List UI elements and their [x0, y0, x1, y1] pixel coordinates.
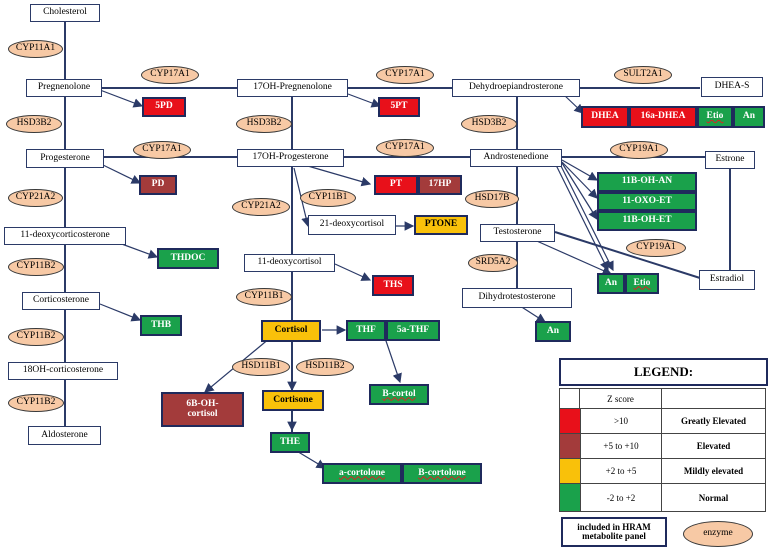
- enzyme-hsd11b1: HSD11B1: [232, 358, 290, 376]
- metabolite-a-cortolone-label: a-cortolone: [339, 467, 385, 478]
- enzyme-cyp11a1: CYP11A1: [8, 40, 63, 58]
- enzyme-cyp17a1: CYP17A1: [376, 66, 434, 84]
- legend-panel-box: included in HRAM metabolite panel: [561, 517, 667, 547]
- legend-swatch-brown: [560, 434, 580, 459]
- legend-header-blank: [662, 389, 765, 409]
- enzyme-hsd3b2: HSD3B2: [236, 115, 292, 133]
- aldosterone-node: Aldosterone: [28, 426, 101, 445]
- metabolite-cortisone: Cortisone: [262, 390, 324, 411]
- pregnenolone-node: Pregnenolone: [26, 79, 102, 97]
- legend-label: Greatly Elevated: [662, 409, 765, 434]
- legend-swatch-red: [560, 409, 580, 434]
- enzyme-cyp21a2: CYP21A2: [8, 189, 63, 207]
- legend-label: Mildly elevated: [662, 459, 765, 484]
- metabolite-etio: Etio: [697, 106, 733, 128]
- legend-range: -2 to +2: [580, 484, 662, 511]
- enzyme-hsd11b2: HSD11B2: [296, 358, 354, 376]
- enzyme-cyp17a1: CYP17A1: [376, 139, 434, 157]
- metabolite-11b-oh-et: 11B-OH-ET: [597, 211, 697, 231]
- enzyme-srd5a2: SRD5A2: [468, 254, 518, 272]
- legend-title: LEGEND:: [559, 358, 768, 386]
- deoxycortisol11-node: 11-deoxycortisol: [244, 254, 335, 272]
- deoxycorticosterone-node: 11-deoxycorticosterone: [4, 227, 126, 245]
- metabolite-6b-oh-cortisol: 6B-OH- cortisol: [161, 392, 244, 427]
- enzyme-hsd3b2: HSD3B2: [6, 115, 62, 133]
- metabolite-6b-oh-cortisol-line1: 6B-OH-: [186, 398, 219, 409]
- metabolite-ptone: PTONE: [414, 215, 468, 235]
- legend-range: +2 to +5: [580, 459, 662, 484]
- metabolite-pd: PD: [139, 175, 177, 195]
- metabolite-thdoc: THDOC: [157, 248, 219, 269]
- enzyme-cyp17a1: CYP17A1: [141, 66, 199, 84]
- corticosterone-node: Corticosterone: [22, 292, 100, 310]
- metabolite-5pt: 5PT: [378, 97, 420, 117]
- metabolite-cortisol: Cortisol: [261, 320, 321, 342]
- legend-swatch-yellow: [560, 459, 580, 484]
- metabolite-a-cortolone: a-cortolone: [322, 463, 402, 484]
- legend-swatch-green: [560, 484, 580, 511]
- enzyme-cyp19a1: CYP19A1: [610, 141, 668, 159]
- enzyme-cyp11b2: CYP11B2: [8, 328, 64, 346]
- enzyme-cyp17a1: CYP17A1: [133, 141, 191, 159]
- estrone-node: Estrone: [705, 151, 755, 169]
- legend-panel-line2: metabolite panel: [582, 531, 646, 541]
- metabolite-thf: THF: [346, 320, 386, 341]
- legend-label: Elevated: [662, 434, 765, 459]
- testosterone-node: Testosterone: [480, 224, 555, 242]
- legend-enzyme-sample: enzyme: [683, 521, 753, 547]
- metabolite-the: THE: [270, 432, 310, 453]
- metabolite-b-cortolone: B-cortolone: [402, 463, 482, 484]
- enzyme-cyp11b1: CYP11B1: [300, 189, 356, 207]
- cholesterol-node: Cholesterol: [30, 4, 100, 22]
- metabolite-b-cortol-label: B-cortol: [382, 388, 416, 399]
- legend-table: Z score >10 Greatly Elevated +5 to +10 E…: [559, 388, 766, 512]
- metabolite-etio-label: Etio: [633, 277, 651, 288]
- metabolite-11-oxo-et: 11-OXO-ET: [597, 192, 697, 211]
- metabolite-etio-label: Etio: [706, 111, 724, 122]
- metabolite-thb: THB: [140, 315, 182, 336]
- legend-header: Z score: [580, 389, 662, 409]
- oh17-progesterone-node: 17OH-Progesterone: [237, 149, 344, 167]
- enzyme-sult2a1: SULT2A1: [614, 66, 672, 84]
- oh17-pregnenolone-node: 17OH-Pregnenolone: [237, 79, 348, 97]
- legend-panel-line1: included in HRAM: [577, 521, 651, 532]
- metabolite-b-cortolone-label: B-cortolone: [418, 467, 466, 478]
- metabolite-17hp: 17HP: [418, 175, 462, 195]
- enzyme-hsd17b: HSD17B: [465, 190, 519, 208]
- enzyme-cyp21a2: CYP21A2: [232, 198, 290, 216]
- metabolite-11b-oh-an: 11B-OH-AN: [597, 172, 697, 192]
- enzyme-cyp11b2: CYP11B2: [8, 394, 64, 412]
- enzyme-hsd3b2: HSD3B2: [461, 115, 517, 133]
- dihydrotestosterone-node: Dihydrotestosterone: [462, 288, 572, 308]
- dhea-node: Dehydroepiandrosterone: [452, 79, 580, 97]
- metabolite-b-cortol: B-cortol: [369, 384, 429, 405]
- metabolite-6b-oh-cortisol-line2: cortisol: [187, 408, 218, 419]
- legend-range: >10: [580, 409, 662, 434]
- progesterone-node: Progesterone: [26, 149, 104, 168]
- oh18-corticosterone-node: 18OH-corticosterone: [8, 362, 118, 380]
- metabolite-an: An: [597, 273, 625, 294]
- metabolite-an: An: [535, 321, 571, 342]
- enzyme-cyp11b1: CYP11B1: [236, 288, 292, 306]
- metabolite-ths: THS: [372, 275, 414, 296]
- enzyme-cyp11b2: CYP11B2: [8, 258, 64, 276]
- androstenedione-node: Androstenedione: [470, 149, 562, 167]
- metabolite-5a-thf: 5a-THF: [386, 320, 440, 341]
- metabolite-dhea: DHEA: [581, 106, 629, 128]
- metabolite-an: An: [733, 106, 765, 128]
- estradiol-node: Estradiol: [699, 270, 755, 290]
- metabolite-pt: PT: [374, 175, 418, 195]
- legend-range: +5 to +10: [580, 434, 662, 459]
- metabolite-5pd: 5PD: [142, 97, 186, 117]
- metabolite-16a-dhea: 16a-DHEA: [629, 106, 697, 128]
- legend-label: Normal: [698, 492, 729, 503]
- dhea-s-node: DHEA-S: [701, 77, 763, 97]
- enzyme-cyp19a1: CYP19A1: [626, 239, 686, 257]
- legend-corner: [560, 389, 580, 409]
- deoxycortisol21-node: 21-deoxycortisol: [308, 215, 396, 235]
- metabolite-etio: Etio: [625, 273, 659, 294]
